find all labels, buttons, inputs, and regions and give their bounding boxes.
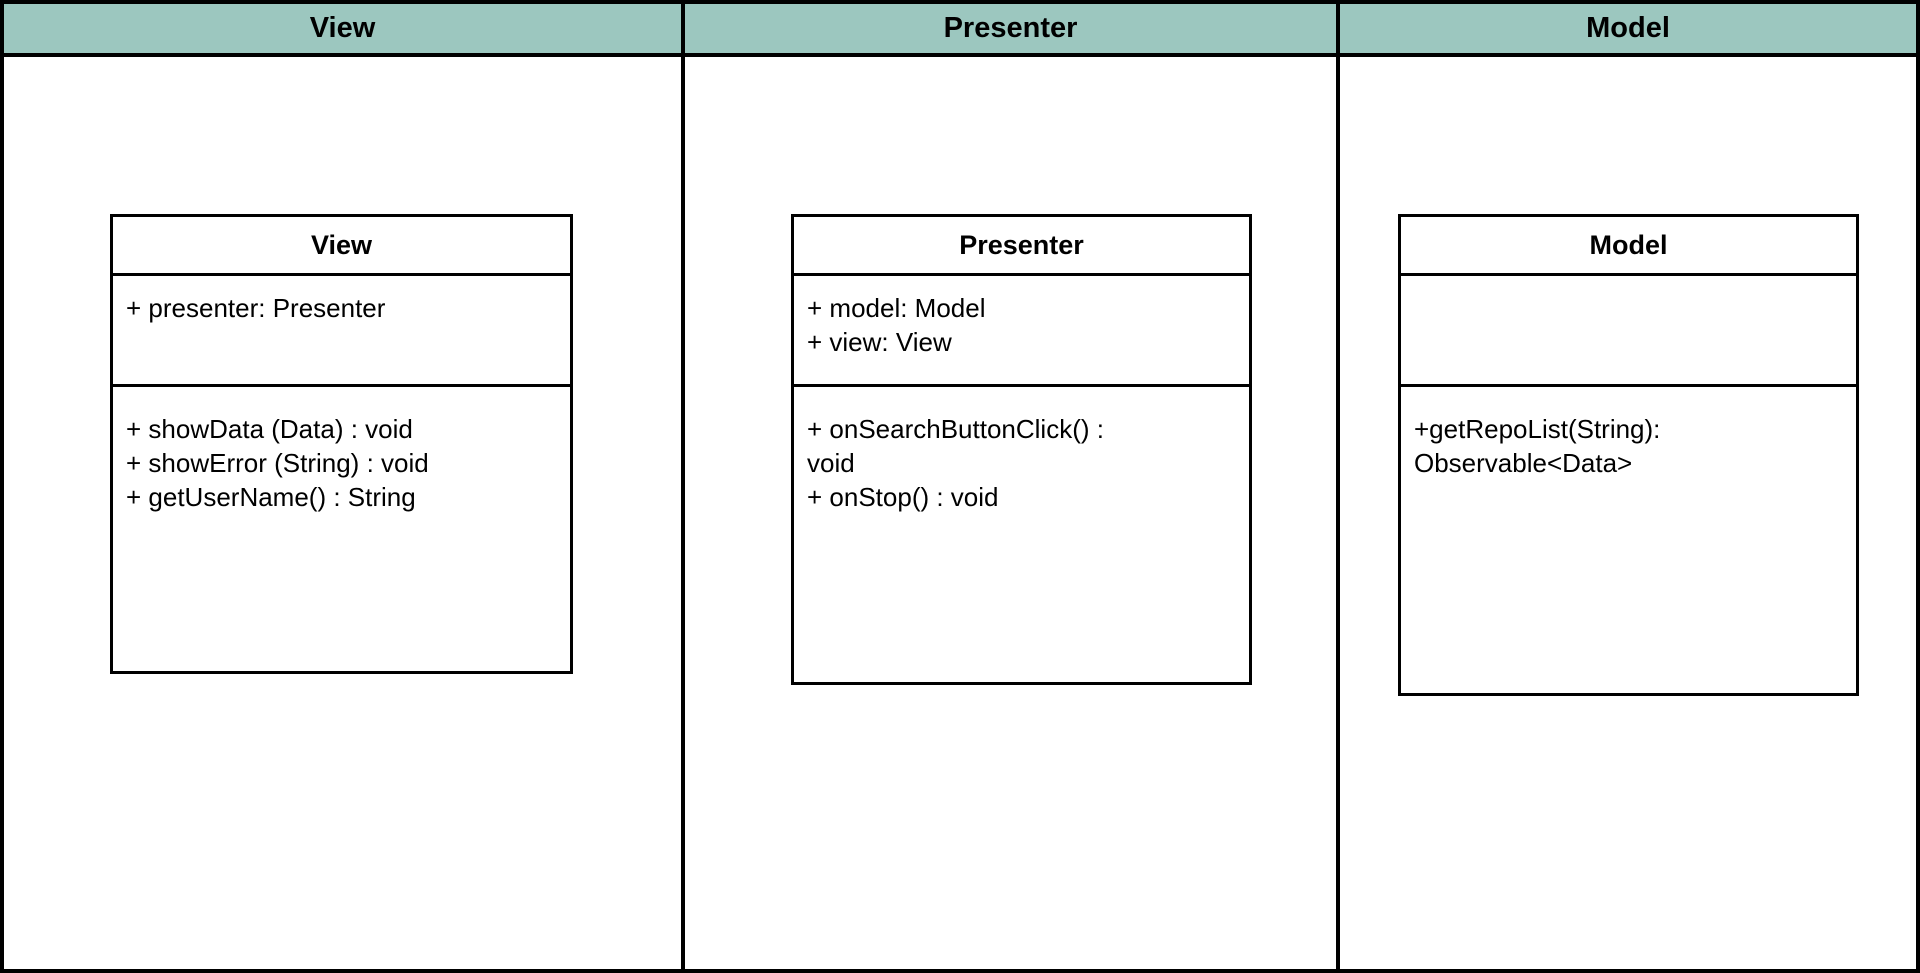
lane-header-view: View bbox=[4, 4, 681, 57]
class-title: Model bbox=[1401, 217, 1856, 276]
method-line: + showData (Data) : void bbox=[126, 414, 413, 444]
method-line: + onSearchButtonClick() : bbox=[807, 414, 1104, 444]
lane-model: Model Model +getRepoList(String): Observ… bbox=[1336, 4, 1916, 969]
lane-header-label: Presenter bbox=[943, 12, 1078, 44]
class-methods-compartment: + onSearchButtonClick() : void + onStop(… bbox=[794, 387, 1249, 682]
lane-header-label: Model bbox=[1586, 12, 1670, 44]
class-box-view: View + presenter: Presenter + showData (… bbox=[110, 214, 573, 674]
lane-body-model: Model +getRepoList(String): Observable<D… bbox=[1340, 57, 1916, 969]
lane-view: View View + presenter: Presenter + showD… bbox=[4, 4, 681, 969]
lane-body-view: View + presenter: Presenter + showData (… bbox=[4, 57, 681, 969]
class-title: View bbox=[113, 217, 570, 276]
method-line: void bbox=[807, 448, 855, 478]
class-attributes-compartment: + presenter: Presenter bbox=[113, 276, 570, 387]
class-box-model: Model +getRepoList(String): Observable<D… bbox=[1398, 214, 1859, 696]
class-attributes-compartment: + model: Model + view: View bbox=[794, 276, 1249, 387]
lane-header-label: View bbox=[309, 12, 376, 44]
lane-header-model: Model bbox=[1340, 4, 1916, 57]
attribute-line: + view: View bbox=[807, 327, 952, 357]
class-box-presenter: Presenter + model: Model + view: View + … bbox=[791, 214, 1252, 685]
lane-header-presenter: Presenter bbox=[685, 4, 1336, 57]
method-line: + onStop() : void bbox=[807, 482, 999, 512]
lane-presenter: Presenter Presenter + model: Model + vie… bbox=[681, 4, 1336, 969]
class-attributes-compartment bbox=[1401, 276, 1856, 387]
class-methods-compartment: +getRepoList(String): Observable<Data> bbox=[1401, 387, 1856, 693]
attribute-line: + presenter: Presenter bbox=[126, 293, 386, 323]
method-line: + showError (String) : void bbox=[126, 448, 429, 478]
class-title: Presenter bbox=[794, 217, 1249, 276]
class-methods-compartment: + showData (Data) : void + showError (St… bbox=[113, 387, 570, 671]
method-line: + getUserName() : String bbox=[126, 482, 416, 512]
method-line: Observable<Data> bbox=[1414, 448, 1633, 478]
attribute-line: + model: Model bbox=[807, 293, 986, 323]
method-line: +getRepoList(String): bbox=[1414, 414, 1661, 444]
lane-body-presenter: Presenter + model: Model + view: View + … bbox=[685, 57, 1336, 969]
